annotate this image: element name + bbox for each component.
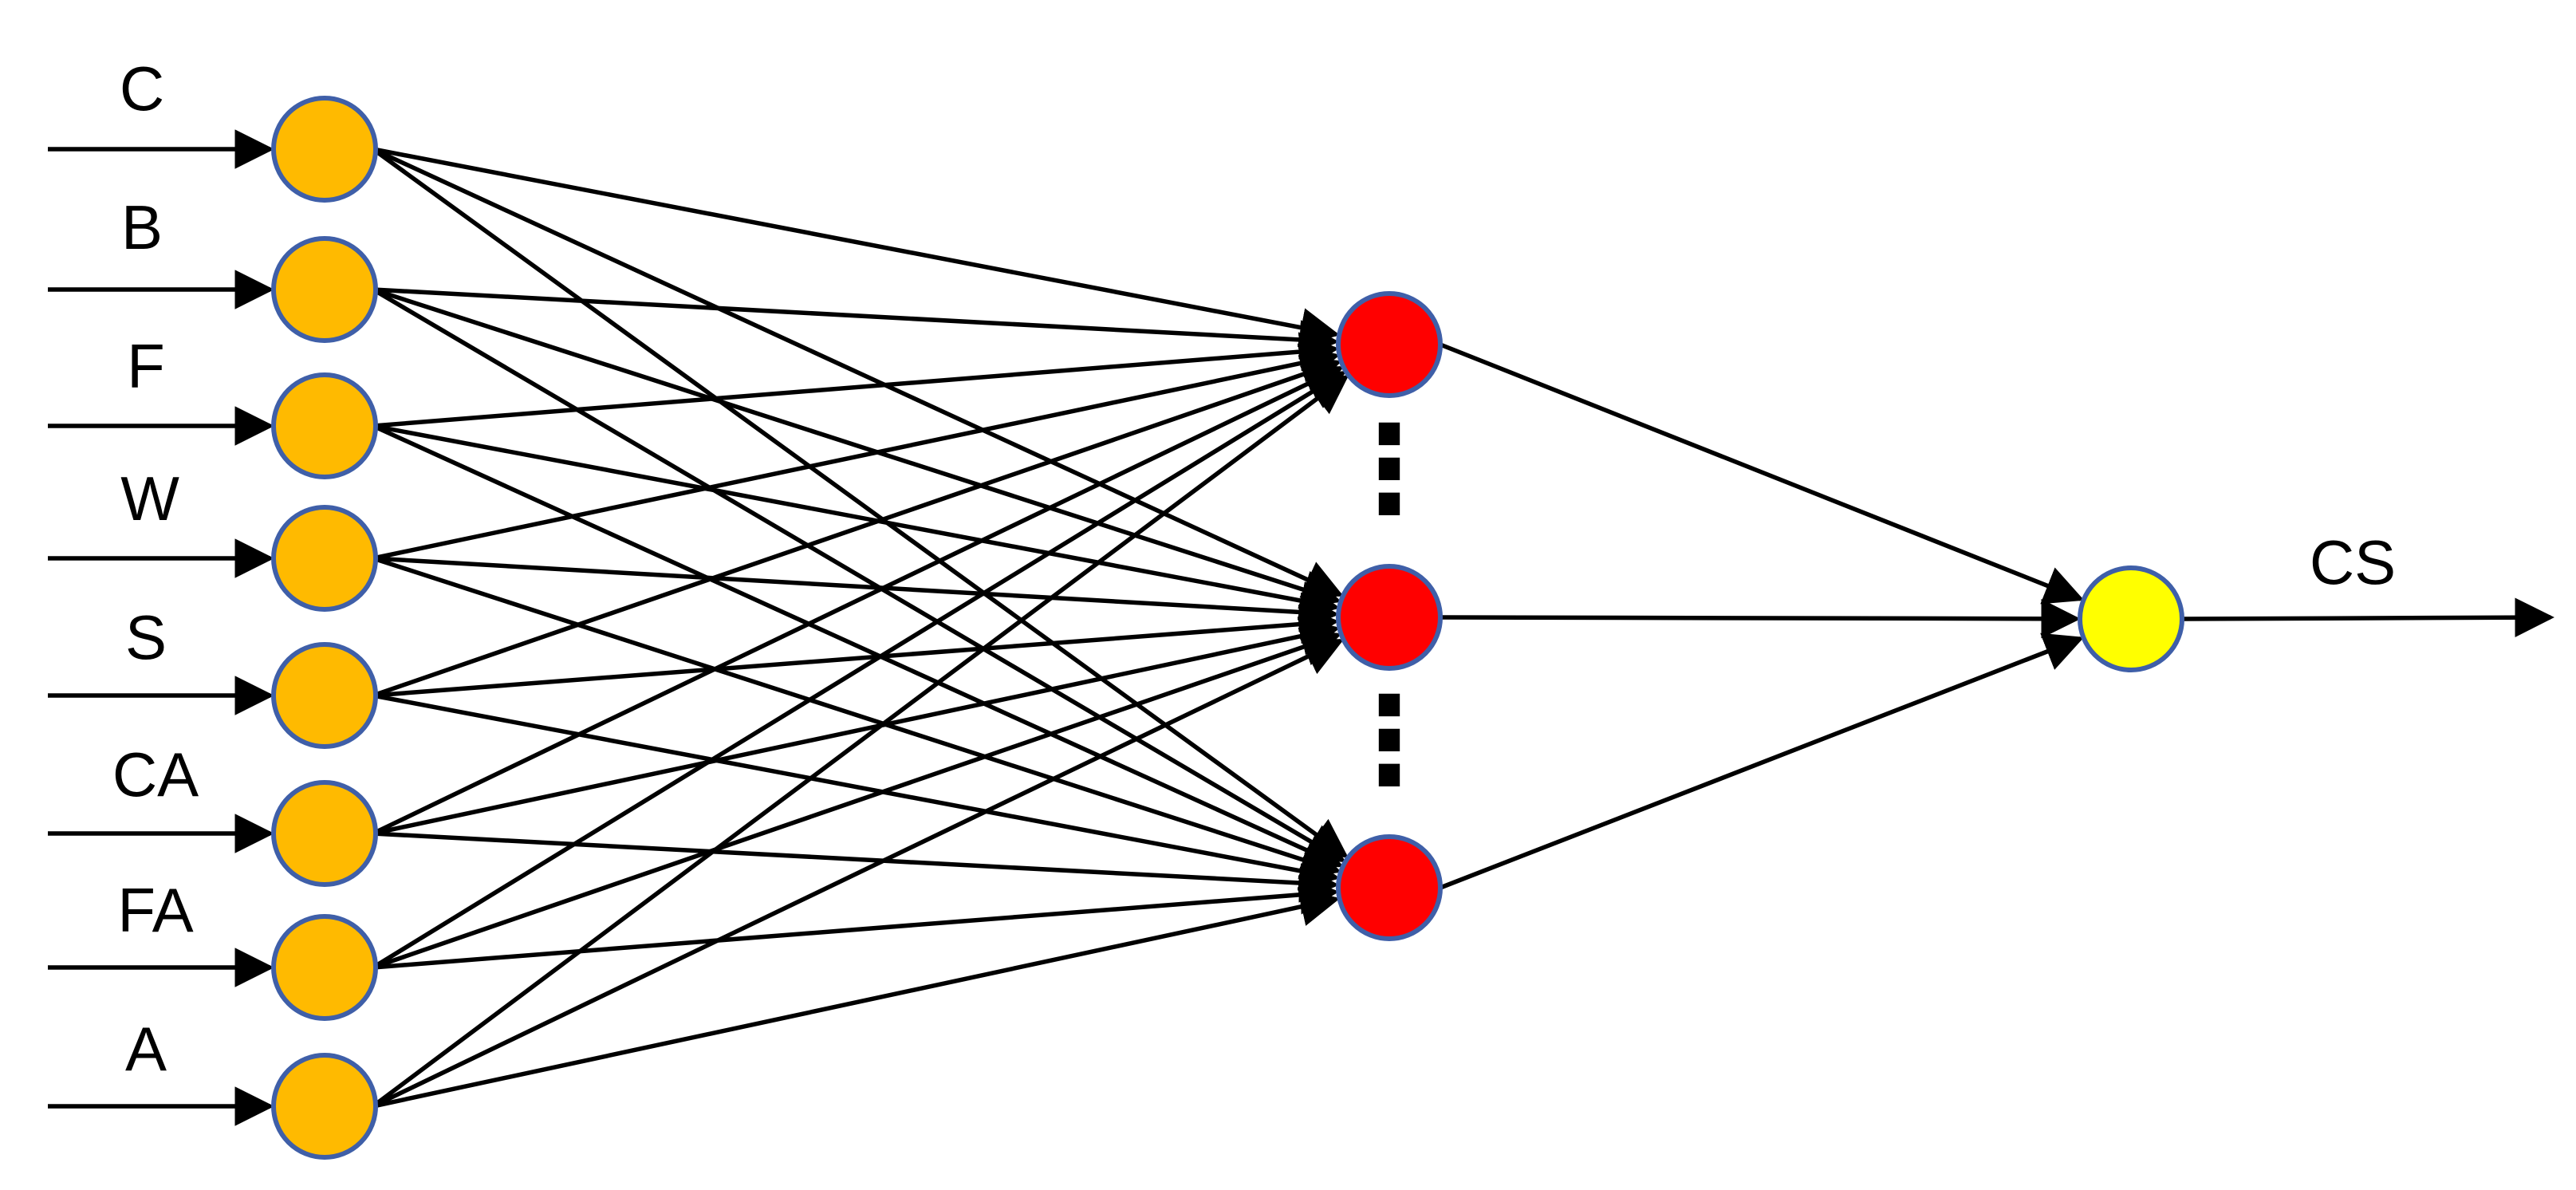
edge-in2-h2 bbox=[372, 424, 1344, 869]
input-hidden-connections bbox=[372, 147, 1349, 1109]
input-node-b bbox=[271, 236, 378, 343]
input-node-a bbox=[271, 1053, 378, 1160]
hidden-node-0 bbox=[1336, 291, 1443, 398]
edge-in7-h1 bbox=[372, 638, 1345, 1109]
hidden-ellipsis-lower: ⋮ bbox=[1329, 673, 1449, 807]
input-label-b: B bbox=[121, 192, 163, 262]
input-labels: C B F W S CA FA A bbox=[112, 53, 199, 1084]
hidden-ellipsis-group: ⋮ ⋮ bbox=[1329, 402, 1449, 807]
edge-in2-h1 bbox=[372, 424, 1341, 621]
output-layer bbox=[2078, 565, 2184, 672]
input-node-fa bbox=[271, 914, 378, 1021]
input-label-fa: FA bbox=[117, 875, 193, 945]
input-label-w: W bbox=[120, 463, 179, 534]
input-layer bbox=[271, 96, 378, 1160]
edge-in3-h2 bbox=[372, 556, 1342, 879]
input-arrows bbox=[48, 129, 274, 1126]
input-label-c: C bbox=[120, 53, 164, 124]
input-label-f: F bbox=[127, 331, 165, 401]
hidden-node-2 bbox=[1336, 834, 1443, 941]
edge-in5-h2 bbox=[372, 831, 1340, 903]
edge-in5-h0 bbox=[372, 365, 1345, 836]
edge-in3-h1 bbox=[372, 556, 1340, 632]
edge-in1-h1 bbox=[372, 287, 1341, 609]
edge-in4-h1 bbox=[372, 604, 1340, 698]
edge-in7-h2 bbox=[372, 887, 1341, 1109]
edge-in2-h0 bbox=[372, 332, 1340, 428]
edge-h0-out bbox=[1439, 342, 2085, 605]
edge-in7-h0 bbox=[372, 374, 1349, 1109]
edge-in4-h0 bbox=[372, 355, 1342, 698]
edge-in1-h0 bbox=[372, 287, 1340, 360]
edge-in6-h1 bbox=[372, 628, 1342, 970]
output-arrow-line bbox=[2181, 597, 2554, 637]
edge-in0-h0 bbox=[372, 147, 1341, 348]
edge-in0-h1 bbox=[372, 147, 1344, 598]
edge-in5-h1 bbox=[372, 617, 1341, 836]
edge-in4-h2 bbox=[372, 693, 1341, 891]
hidden-output-connections bbox=[1439, 342, 2085, 890]
hidden-node-1 bbox=[1336, 564, 1443, 671]
output-node bbox=[2078, 565, 2184, 672]
input-node-c bbox=[271, 96, 378, 203]
input-node-s bbox=[271, 642, 378, 749]
edge-h1-out bbox=[1440, 598, 2081, 639]
input-label-s: S bbox=[125, 602, 167, 672]
edge-in0-h2 bbox=[372, 147, 1349, 858]
output-label-cs: CS bbox=[2310, 527, 2396, 597]
input-node-w bbox=[271, 505, 378, 612]
edge-in6-h0 bbox=[372, 370, 1347, 970]
edge-h2-out bbox=[1440, 632, 2085, 890]
input-node-ca bbox=[271, 780, 378, 887]
edge-in6-h2 bbox=[372, 875, 1340, 970]
input-label-ca: CA bbox=[112, 739, 199, 810]
edge-in3-h0 bbox=[372, 343, 1341, 561]
hidden-layer bbox=[1336, 291, 1443, 941]
output-arrow bbox=[2181, 597, 2554, 637]
input-label-a: A bbox=[125, 1014, 167, 1084]
input-node-f bbox=[271, 372, 378, 479]
hidden-ellipsis-upper: ⋮ bbox=[1329, 402, 1449, 536]
edge-in1-h2 bbox=[372, 287, 1346, 863]
